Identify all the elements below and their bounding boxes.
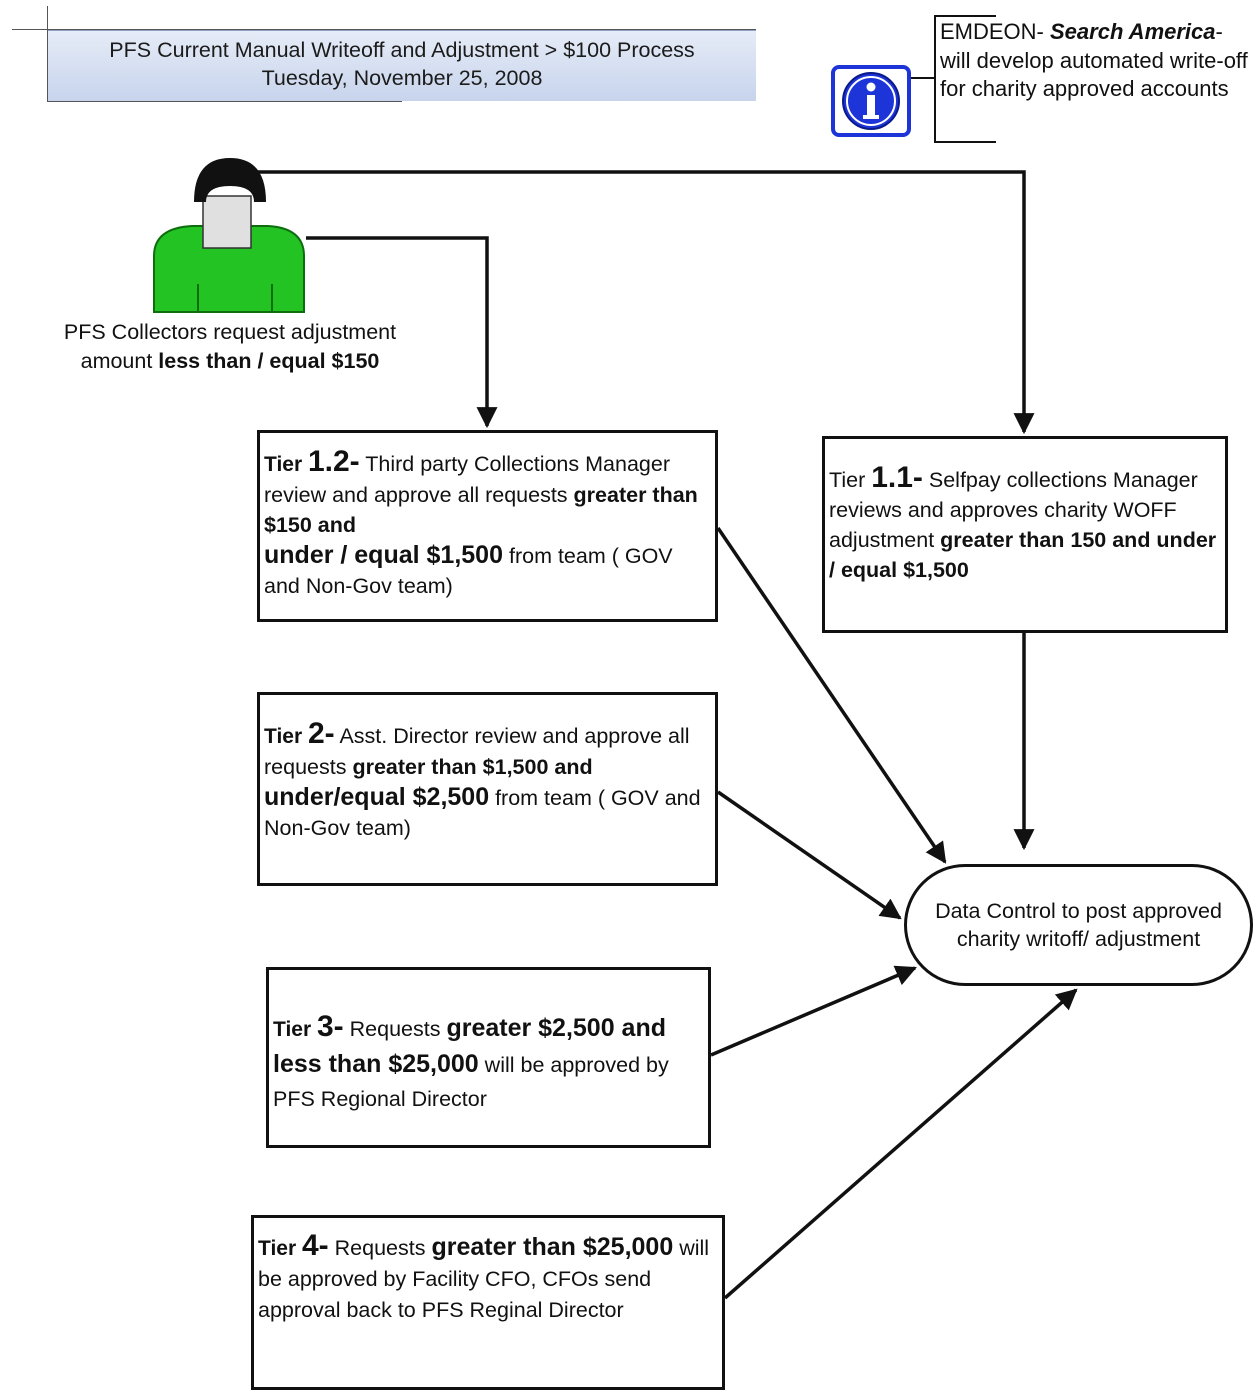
tier-4-bold1: greater than $25,000 — [431, 1233, 674, 1261]
title-banner: PFS Current Manual Writeoff and Adjustme… — [48, 30, 756, 101]
arrow-tier-4-to-data-control — [723, 988, 1078, 1300]
arrow-tier-3-to-data-control — [710, 965, 917, 1057]
tier-1-2-text1: Third party Collections Manager review a… — [264, 452, 670, 507]
info-note-prefix: EMDEON- — [940, 19, 1050, 44]
title-rule-bottom — [47, 101, 402, 102]
tier-1-1-word: Tier — [829, 468, 872, 492]
tier-4-number: 4- — [301, 1229, 329, 1262]
tier-2-text2: from team ( GOV and Non-Gov team) — [264, 786, 701, 840]
tier-3-text1: Requests — [343, 1017, 447, 1041]
page-date: Tuesday, November 25, 2008 — [261, 66, 543, 90]
info-bracket — [934, 15, 996, 143]
tier-2-text1: Asst. Director review and approve all re… — [264, 724, 690, 779]
tier-3-word: Tier — [273, 1018, 317, 1041]
title-rule-top — [12, 29, 756, 30]
tier-1-2-text2: from team ( GOV and Non-Gov team) — [264, 544, 673, 598]
arrow-person-to-tier-1-1 — [254, 170, 1035, 435]
tier-1-2-box: Tier 1.2- Third party Collections Manage… — [257, 430, 718, 622]
tier-4-text1: Requests — [328, 1236, 432, 1260]
tier-1-2-bold1: greater than $150 and — [264, 483, 698, 537]
info-note-rest: - will develop automated write-off for c… — [940, 19, 1248, 101]
tier-4-box: Tier 4- Requests greater than $25,000 wi… — [251, 1215, 725, 1390]
tier-1-2-bold2: under / equal $1,500 — [264, 541, 503, 569]
person-caption: PFS Collectors request adjustment amount… — [40, 318, 420, 376]
tier-1-2-number: 1.2- — [307, 445, 360, 478]
tier-3-bold1: greater $2,500 and less than $25,000 — [273, 1014, 667, 1078]
tier-1-1-box: Tier 1.1- Selfpay collections Manager re… — [822, 436, 1228, 633]
arrow-tier-2-to-data-control — [717, 790, 902, 920]
tier-3-text2: will be approved by PFS Regional Directo… — [273, 1053, 669, 1111]
info-note-text: EMDEON- Search America- will develop aut… — [940, 18, 1256, 104]
data-control-node: Data Control to post approved charity wr… — [904, 864, 1253, 986]
info-note-emphasis: Search America — [1050, 19, 1216, 44]
tier-1-2-word: Tier — [264, 453, 308, 476]
tier-2-bold2: under/equal $2,500 — [264, 783, 490, 811]
info-icon — [831, 65, 911, 137]
tier-4-text2: will be approved by Facility CFO, CFOs s… — [258, 1236, 710, 1322]
tier-4-word: Tier — [258, 1237, 302, 1260]
page-title: PFS Current Manual Writeoff and Adjustme… — [109, 38, 695, 62]
tier-3-box: Tier 3- Requests greater $2,500 and less… — [266, 967, 711, 1148]
tier-2-word: Tier — [264, 725, 308, 748]
data-control-label: Data Control to post approved charity wr… — [935, 898, 1222, 952]
person-caption-bold: less than / equal $150 — [158, 349, 380, 373]
title-rule-left — [47, 6, 48, 102]
tier-3-number: 3- — [316, 1010, 344, 1043]
tier-2-bold1: greater than $1,500 and — [352, 755, 593, 779]
tier-1-1-number: 1.1- — [871, 461, 923, 494]
person-icon — [153, 158, 305, 313]
tier-2-box: Tier 2- Asst. Director review and approv… — [257, 692, 718, 886]
tier-2-number: 2- — [307, 717, 335, 750]
